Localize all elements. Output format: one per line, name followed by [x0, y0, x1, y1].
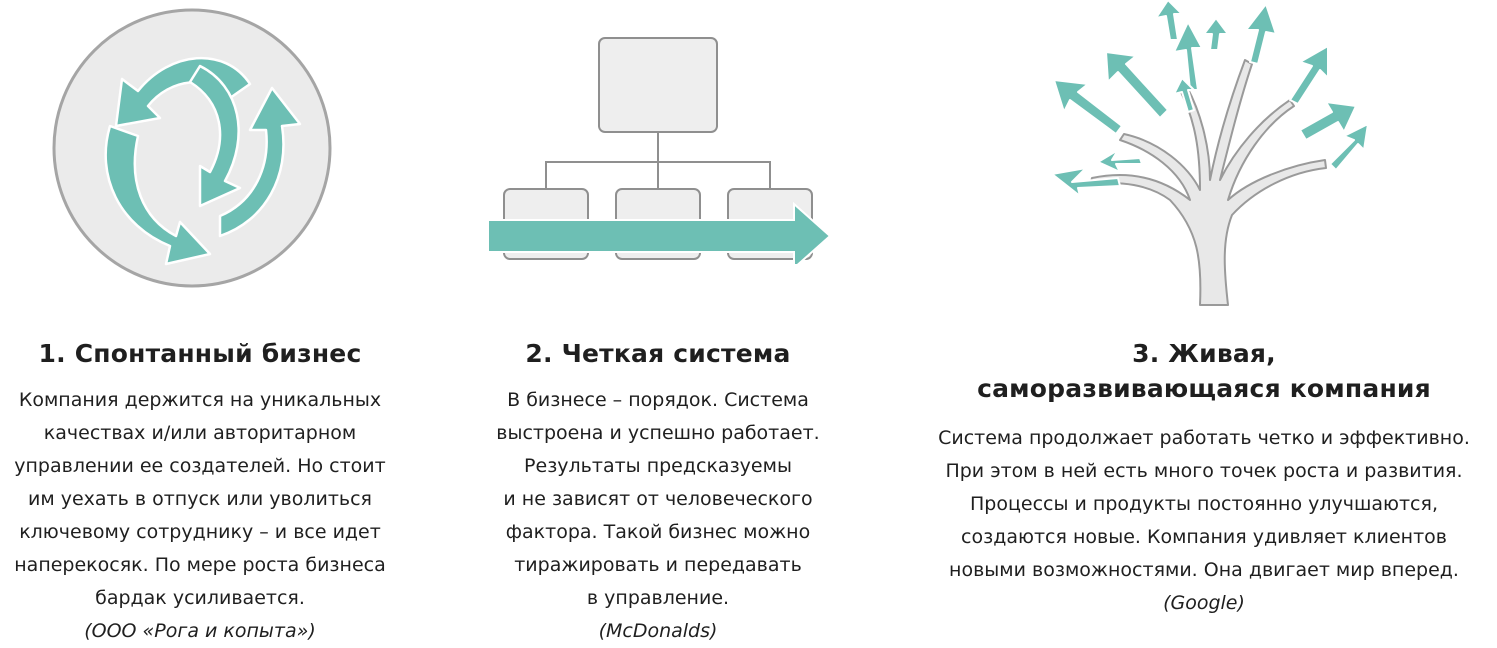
description-line: Результаты предсказуемы	[524, 455, 792, 477]
description-line: Система продолжает работать четко и эффе…	[938, 427, 1470, 449]
description-line: тиражировать и передавать	[514, 554, 802, 576]
description-line: и не зависят от человеческого	[503, 488, 813, 510]
description-line: им уехать в отпуск или уволиться	[28, 488, 372, 510]
description-line: наперекосяк. По мере роста бизнеса	[14, 554, 386, 576]
description-line: создаются новые. Компания удивляет клиен…	[961, 526, 1447, 548]
description-line: в управление.	[586, 587, 730, 609]
example-source: (Google)	[1163, 592, 1245, 614]
section-living-company: 3. Живая, саморазвивающаяся компания Сис…	[915, 0, 1493, 648]
description-line: ключевому сотруднику – и все идет	[19, 521, 381, 543]
section-title: 1. Спонтанный бизнес	[38, 339, 362, 368]
tree-arrows-icon	[1051, 0, 1369, 306]
section-clear-system: 2. Четкая система В бизнесе – порядок. С…	[458, 0, 858, 648]
example-source: (ООО «Рога и копыта»)	[84, 620, 316, 642]
section-description: Система продолжает работать четко и эффе…	[915, 422, 1493, 620]
section-title: 2. Четкая система	[525, 339, 791, 368]
description-line: управлении ее создателей. Но стоит	[14, 455, 386, 477]
org-chart-arrow-icon	[487, 37, 832, 264]
example-source: (McDonalds)	[598, 620, 718, 642]
description-line: качествах и/или авторитарном	[43, 422, 357, 444]
description-line: Компания держится на уникальных	[18, 389, 382, 411]
section-description: Компания держится на уникальных качества…	[0, 384, 400, 648]
section-spontaneous-business: 1. Спонтанный бизнес Компания держится н…	[0, 0, 400, 648]
description-line: При этом в ней есть много точек роста и …	[945, 460, 1463, 482]
description-line: новыми возможностями. Она двигает мир вп…	[949, 559, 1459, 581]
circular-arrows-icon	[52, 8, 332, 288]
description-line: выстроена и успешно работает.	[496, 422, 820, 444]
section-title-line: 3. Живая,	[1132, 339, 1276, 368]
section-title-line: саморазвивающаяся компания	[977, 374, 1431, 403]
description-line: бардак усиливается.	[95, 587, 305, 609]
description-line: Процессы и продукты постоянно улучшаются…	[970, 493, 1438, 515]
section-title: 3. Живая, саморазвивающаяся компания	[915, 336, 1493, 406]
section-description: В бизнесе – порядок. Система выстроена и…	[458, 384, 858, 648]
description-line: В бизнесе – порядок. Система	[507, 389, 809, 411]
description-line: фактора. Такой бизнес можно	[505, 521, 811, 543]
